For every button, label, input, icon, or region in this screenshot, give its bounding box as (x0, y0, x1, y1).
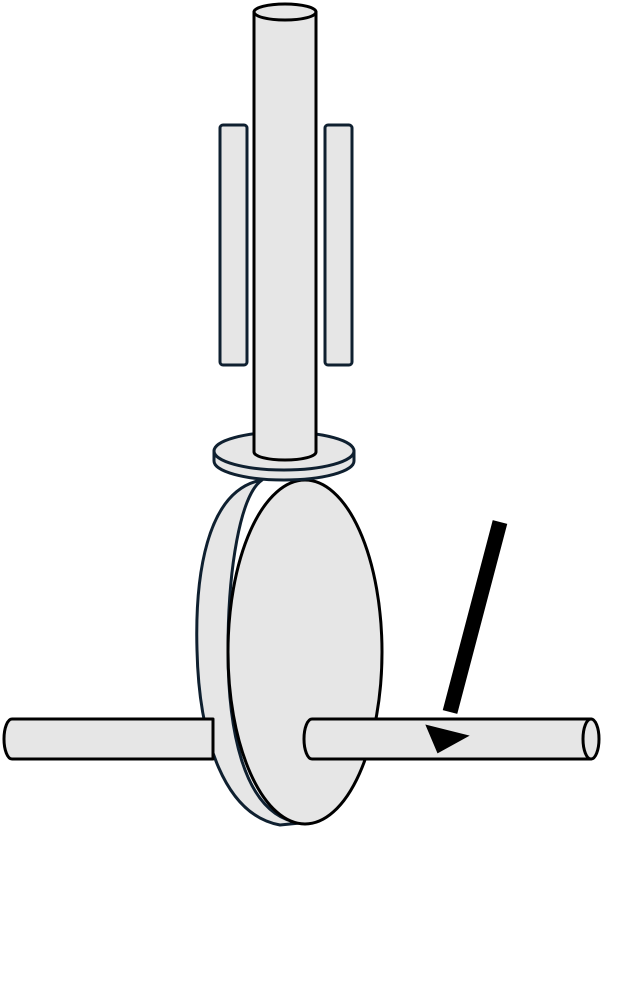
wheel-disc-rim (195, 478, 302, 827)
wheel-disc-face (226, 478, 384, 826)
axle-end-cap (581, 717, 601, 761)
force-arrow-head (425, 724, 470, 754)
force-arrow-shaft (442, 520, 508, 714)
horizontal-axle-left (2, 717, 215, 761)
force-arrow (425, 520, 508, 754)
right-guide-bar (323, 123, 354, 367)
shaft-top-cap (252, 2, 318, 22)
wheel-disc (195, 478, 384, 827)
vertical-shaft (252, 2, 318, 462)
left-guide-bar (218, 123, 249, 367)
